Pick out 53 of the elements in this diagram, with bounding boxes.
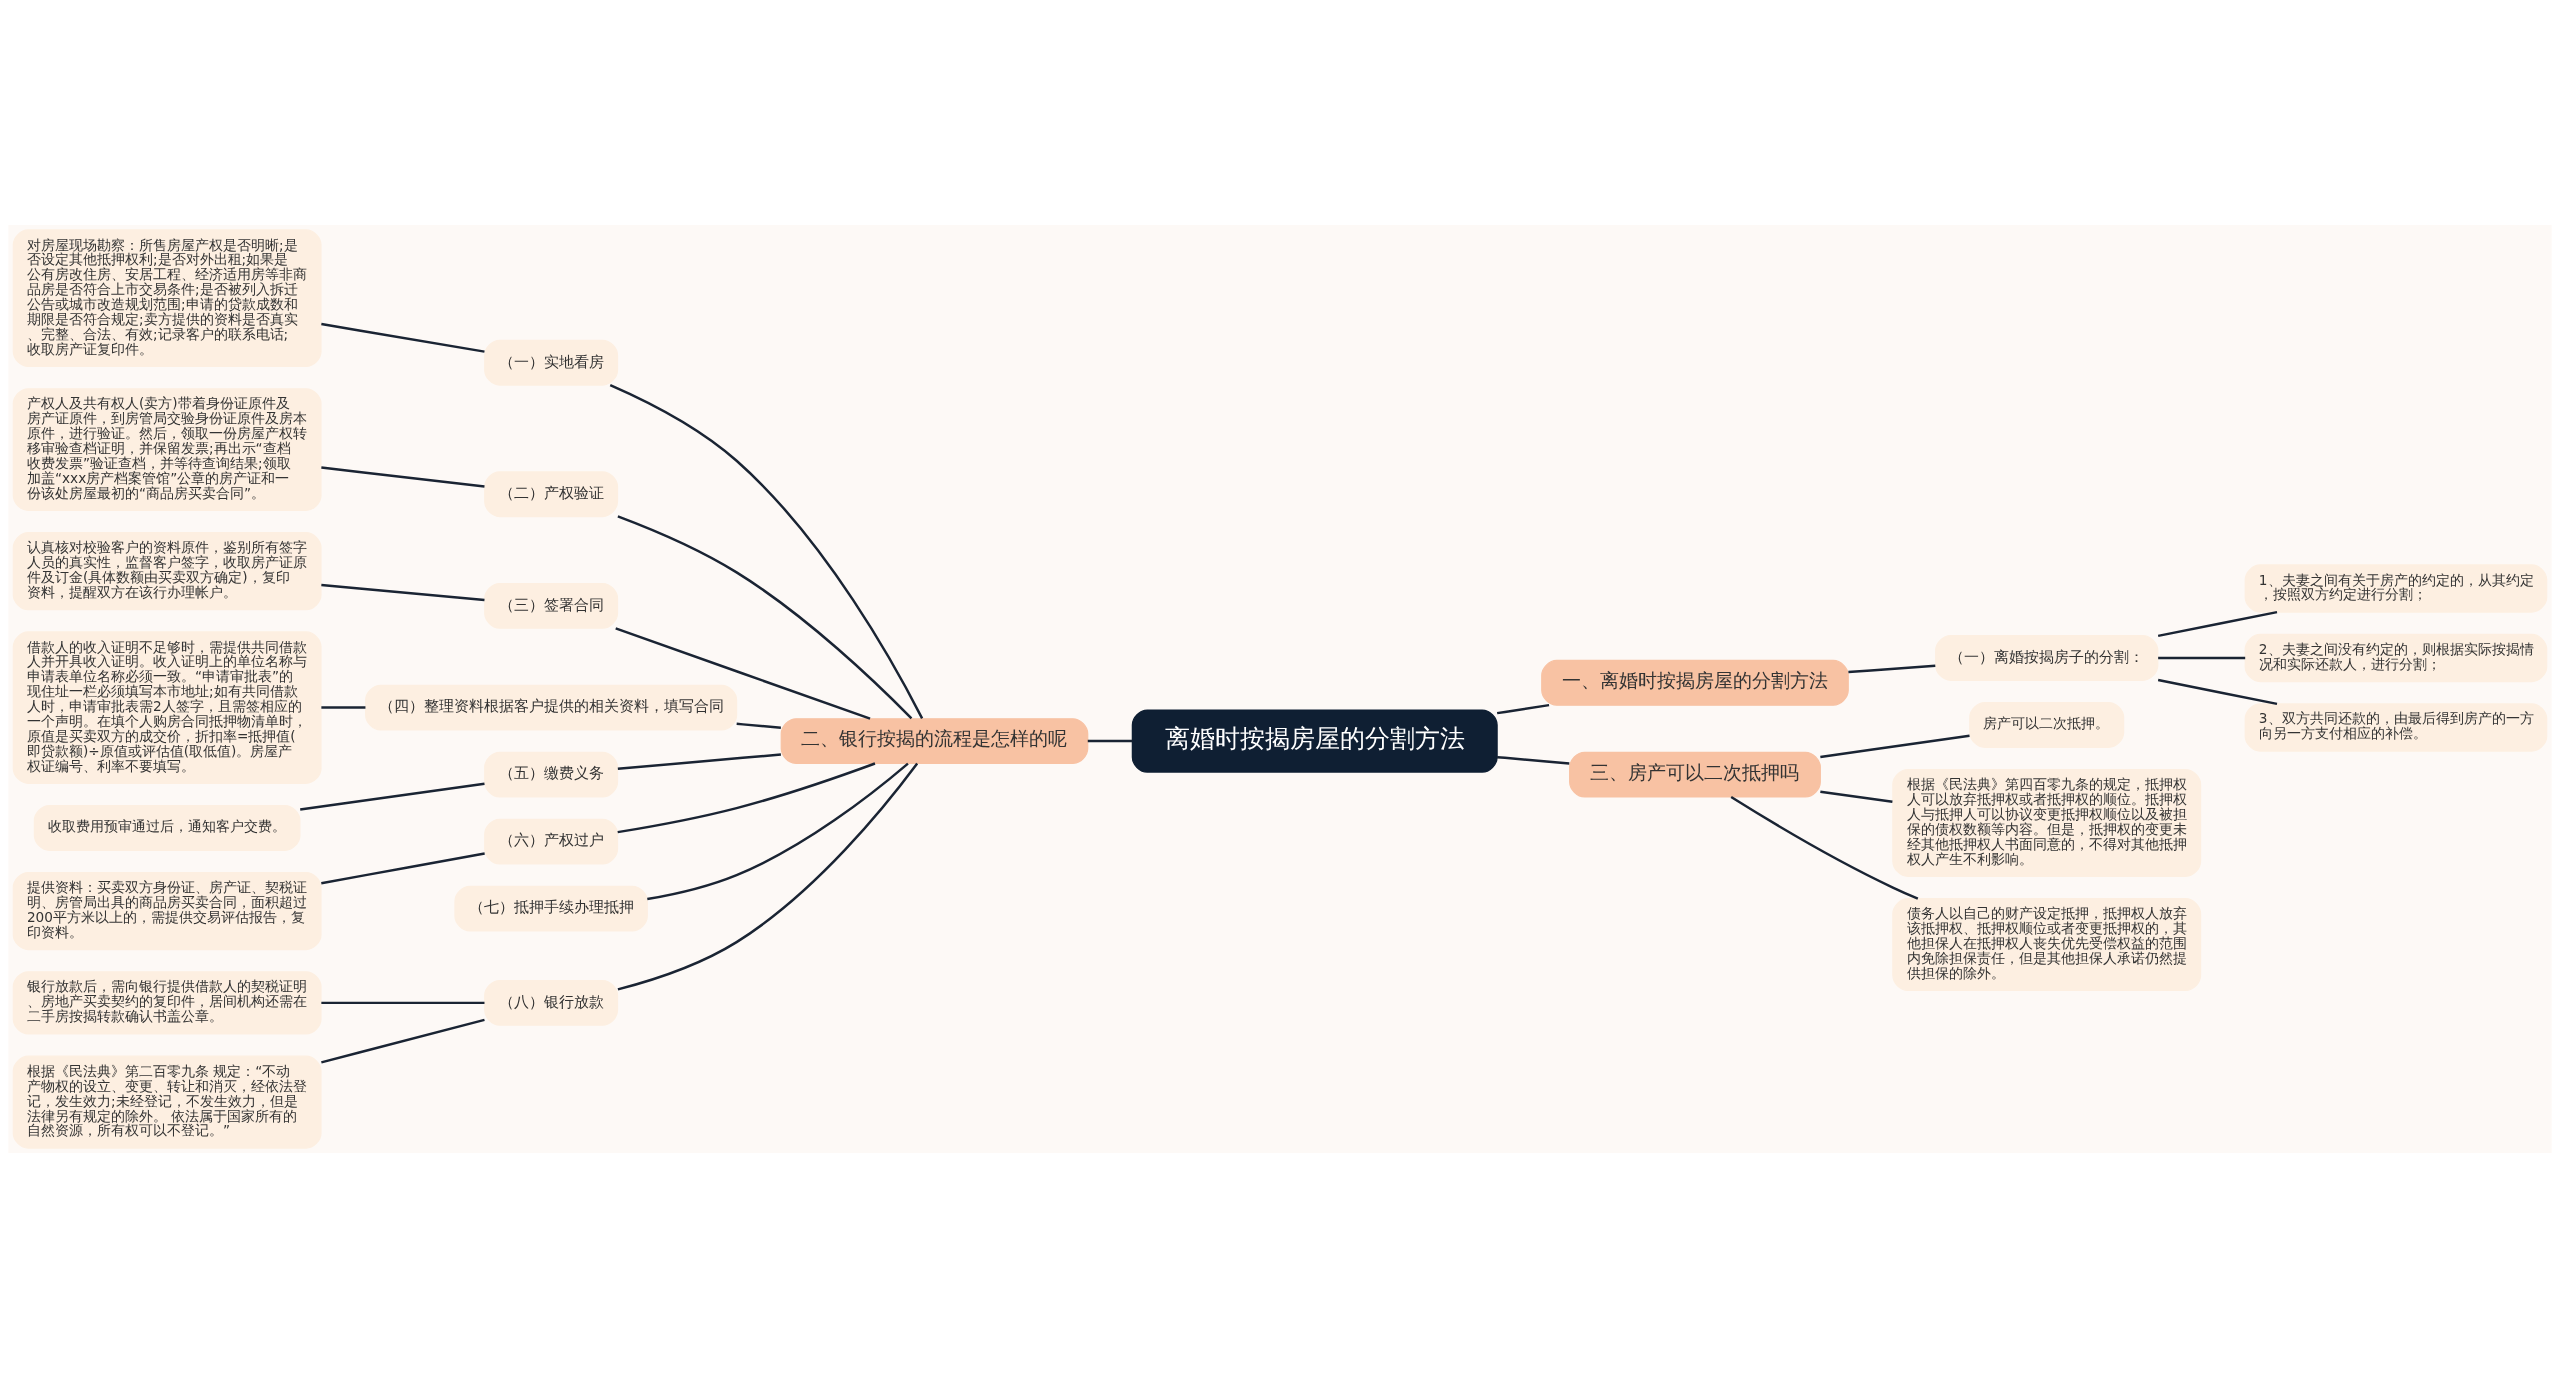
node-box: 对房屋现场勘察：所售房屋产权是否明晰;是否设定其他抵押权利;是否对外出租;如果是公有房改住房、安居工程、经济适用房等非商品房是否符合上市交易条件;是否被列入拆迁公告或城市改造规划范围;申请的贷款成数和期限是否符合规定;卖方提供的资料是否真实、完整、合法、有效;记录客户的联系电话;收取房产证复印件。 [12, 228, 322, 367]
connector [321, 1018, 485, 1064]
connector [1820, 790, 1893, 803]
connector [2157, 610, 2278, 637]
connector [321, 583, 485, 601]
connector [1848, 664, 1936, 673]
node-box: 一、离婚时按揭房屋的分割方法 [1541, 659, 1849, 706]
node-box: 根据《民法典》第四百零九条的规定，抵押权人可以放弃抵押权或者抵押权的顺位。抵押权人与抵押人可以协议变更抵押权顺位以及被担保的债权数额等内容。但是，抵押权的变更未经其他抵押权人书面同意的，不得对其他抵押权人产生不利影响。 [1892, 768, 2202, 877]
node-box: 产权人及共有权人(卖方)带着身份证原件及房产证原件，到房管局交验身份证原件及房本原件，进行验证。然后，领取一份房屋产权转移审验查档证明，并保留发票;再出示“查档收费发票”验证查档，并等待查询结果;领取加盖“xxx房产档案管馆”公章的房产证和一份该处房屋最初的“商品房买卖合同”。 [12, 387, 322, 511]
node-box: （六）产权过户 [484, 818, 619, 865]
node-box: 房产可以二次抵押。 [1969, 701, 2125, 748]
node-box: 收取费用预审通过后，通知客户交费。 [33, 804, 301, 851]
connector [321, 851, 485, 884]
node-box: （四）整理资料根据客户提供的相关资料，填写合同 [365, 684, 738, 731]
connector [1087, 739, 1133, 742]
connector [615, 626, 871, 720]
node-box: 银行放款后，需向银行提供借款人的契税证明、房地产买卖契约的复印件，居间机构还需在二手房按揭转款确认书盖公章。 [12, 970, 322, 1034]
node-box: 提供资料：买卖双方身份证、房产证、契税证明、房管局出具的商品房买卖合同，面积超过200平方米以上的，需提供交易评估报告，复印资料。 [12, 871, 322, 950]
node-box: 认真核对校验客户的资料原件，鉴别所有签字人员的真实性，监督客户签字，收取房产证原件及订金(具体数额由买卖双方确定)，复印资料，提醒双方在该行办理帐户。 [12, 531, 322, 610]
node-box: 二、银行按揭的流程是怎样的呢 [780, 717, 1089, 764]
connector [1820, 734, 1970, 758]
connector [2158, 656, 2246, 659]
node-box: 3、双方共同还款的，由最后得到房产的一方向另一方支付相应的补偿。 [2244, 702, 2548, 752]
connector [736, 722, 781, 729]
node-box: （二）产权验证 [484, 470, 619, 517]
connector [617, 761, 876, 833]
node-box: 离婚时按揭房屋的分割方法 [1131, 708, 1498, 773]
connector [1730, 795, 1919, 900]
node-box: （一）实地看房 [484, 339, 619, 386]
node-box: （一）离婚按揭房子的分割： [1935, 634, 2159, 681]
connector [609, 383, 924, 719]
connector [1496, 703, 1550, 714]
connector [617, 762, 919, 991]
connector [321, 1001, 485, 1004]
connector [321, 322, 485, 353]
node-box: 根据《民法典》第二百零九条 规定：“不动产物权的设立、变更、转让和消灭，经依法登记，发生效力;未经登记，不发生效力，但是法律另有规定的除外。 依法属于国家所有的自然资源，所有权可以不登记。” [12, 1055, 322, 1149]
connector [647, 762, 909, 900]
connector [300, 782, 485, 811]
connector [321, 465, 485, 488]
node-box: （八）银行放款 [484, 979, 619, 1026]
node-box: （五）缴费义务 [484, 751, 619, 798]
node-box: 三、房产可以二次抵押吗 [1569, 751, 1821, 798]
connector [617, 752, 781, 770]
connector [2157, 678, 2278, 705]
node-box: （三）签署合同 [484, 582, 619, 629]
connector [1497, 755, 1570, 765]
connector [617, 514, 913, 719]
node-box: 借款人的收入证明不足够时，需提供共同借款人并开具收入证明。收入证明上的单位名称与申请表单位名称必须一致。“申请审批表”的现住址一栏必须填写本市地址;如有共同借款人时，申请审批表需2人签字，且需签相应的一个声明。在填个人购房合同抵押物清单时，原值是买卖双方的成交价，折扣率=抵押值(即贷款额)÷原值或评估值(取低值)。房屋产权证编号、利率不要填写。 [12, 630, 322, 784]
node-box: 2、夫妻之间没有约定的，则根据实际按揭情况和实际还款人，进行分割； [2244, 633, 2548, 682]
node-box: （七）抵押手续办理抵押 [454, 885, 648, 932]
node-box: 1、夫妻之间有关于房产的约定的，从其约定，按照双方约定进行分割； [2244, 563, 2548, 613]
node-box: 债务人以自己的财产设定抵押，抵押权人放弃该抵押权、抵押权顺位或者变更抵押权的，其他担保人在抵押权人丧失优先受偿权益的范围内免除担保责任，但是其他担保人承诺仍然提供担保的除外。 [1892, 897, 2202, 991]
connector [321, 705, 366, 709]
